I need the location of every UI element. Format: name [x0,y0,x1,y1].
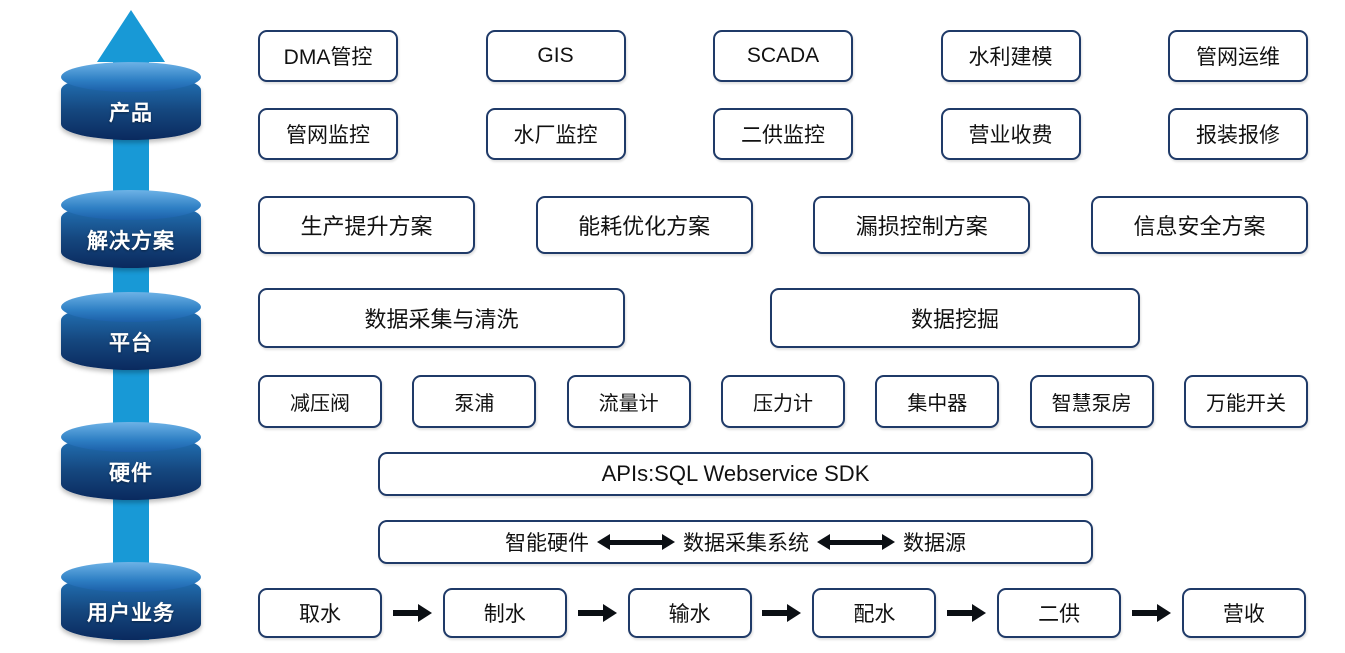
data-flow-box: 智能硬件 数据采集系统 数据源 [378,520,1093,564]
double-arrow-icon [817,533,895,550]
business-step-box: 输水 [627,588,752,638]
cylinder-top [61,62,201,92]
cylinder-top [61,292,201,322]
platform-box-data-collection: 数据采集与清洗 [258,288,625,348]
business-step-box: 取水 [258,588,382,638]
product-box: GIS [485,30,626,82]
data-flow-node: 智能硬件 [505,532,589,555]
solutions-row: 生产提升方案 能耗优化方案 漏损控制方案 信息安全方案 [258,196,1308,254]
business-step-box: 营收 [1181,588,1306,638]
device-box: 减压阀 [258,375,382,428]
solution-box: 能耗优化方案 [535,196,753,254]
cylinder-top [61,422,201,452]
right-arrow-icon [947,604,987,622]
hardware-devices-row: 减压阀 泵浦 流量计 压力计 集中器 智慧泵房 万能开关 [258,375,1308,428]
data-flow-node: 数据采集系统 [683,532,809,555]
product-box: 营业收费 [940,108,1081,160]
product-box: DMA管控 [258,30,398,82]
level-solutions: 解决方案 [61,190,201,268]
data-flow-node: 数据源 [903,532,966,555]
level-label: 硬件 [109,462,153,485]
level-label: 解决方案 [87,230,175,253]
level-user-business: 用户业务 [61,562,201,640]
device-box: 集中器 [875,375,1000,428]
cylinder-top [61,562,201,592]
products-row-2: 管网监控 水厂监控 二供监控 营业收费 报装报修 [258,108,1308,160]
level-products: 产品 [61,62,201,140]
device-box: 万能开关 [1183,375,1308,428]
product-box: 水利建模 [940,30,1081,82]
right-arrow-icon [762,604,802,622]
solution-box: 漏损控制方案 [813,196,1031,254]
business-flow-row: 取水 制水 输水 配水 二供 营收 [258,588,1306,638]
level-label: 平台 [109,332,153,355]
product-box: 水厂监控 [485,108,626,160]
business-step-box: 二供 [997,588,1122,638]
level-label: 用户业务 [87,602,175,625]
double-arrow-icon [597,533,675,550]
right-arrow-icon [1132,604,1172,622]
level-label: 产品 [109,102,153,125]
solution-box: 生产提升方案 [258,196,475,254]
business-step-box: 配水 [812,588,937,638]
device-box: 流量计 [566,375,691,428]
level-hardware: 硬件 [61,422,201,500]
api-box: APIs:SQL Webservice SDK [378,452,1093,496]
right-arrow-icon [392,604,432,622]
business-step-box: 制水 [442,588,567,638]
product-box: 管网监控 [258,108,398,160]
solution-box: 信息安全方案 [1090,196,1308,254]
device-box: 压力计 [720,375,845,428]
product-box: 管网运维 [1168,30,1308,82]
product-box: SCADA [713,30,853,82]
level-platform: 平台 [61,292,201,370]
device-box: 泵浦 [412,375,537,428]
device-box: 智慧泵房 [1029,375,1154,428]
product-box: 报装报修 [1168,108,1308,160]
product-box: 二供监控 [713,108,853,160]
cylinder-top [61,190,201,220]
platform-box-data-mining: 数据挖掘 [770,288,1140,348]
products-row-1: DMA管控 GIS SCADA 水利建模 管网运维 [258,30,1308,82]
right-arrow-icon [577,604,617,622]
